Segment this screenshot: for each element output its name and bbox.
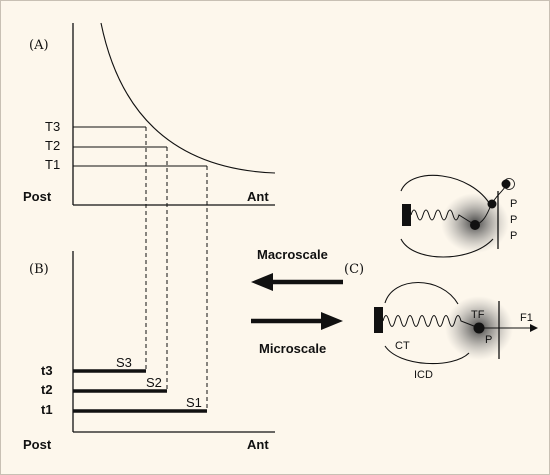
panel-c-label: (C) xyxy=(344,262,364,277)
icd-label: ICD xyxy=(414,369,433,381)
threshold-label-t3: T3 xyxy=(45,119,60,134)
graph-a-post-label: Post xyxy=(23,189,52,204)
panel-a-label: (A) xyxy=(29,38,49,53)
dna-block-top xyxy=(402,204,411,226)
graph-b-post-label: Post xyxy=(23,437,52,452)
receptor-node-top xyxy=(501,179,511,189)
microscale-arrow xyxy=(251,312,343,330)
p-label-2: P xyxy=(510,214,517,226)
graph-a-ant-label: Ant xyxy=(247,189,269,204)
dna-strand-bottom xyxy=(382,315,480,329)
dna-block-bottom xyxy=(374,307,383,333)
time-label-t2: t2 xyxy=(41,382,53,397)
bar-label-s2: S2 xyxy=(146,375,162,390)
bar-label-s3: S3 xyxy=(116,355,132,370)
threshold-label-t2: T2 xyxy=(45,138,60,153)
time-label-t1: t1 xyxy=(41,402,53,417)
tf-label: TF xyxy=(471,309,485,321)
f1-label: F1 xyxy=(520,312,533,324)
p-label-bottom: P xyxy=(485,334,492,346)
gradient-curve xyxy=(100,22,276,174)
bar-label-s1: S1 xyxy=(186,395,202,410)
cell-membrane-bottom xyxy=(384,282,459,305)
panel-b-label: (B) xyxy=(29,262,49,277)
macroscale-label: Macroscale xyxy=(257,247,328,262)
ct-label: CT xyxy=(395,340,410,352)
threshold-label-t1: T1 xyxy=(45,157,60,172)
time-label-t3: t3 xyxy=(41,363,53,378)
microscale-label: Microscale xyxy=(259,341,326,356)
macroscale-arrow xyxy=(251,273,343,291)
bottom-cell: TF F1 P CT ICD xyxy=(374,282,538,381)
dna-strand-top xyxy=(410,209,476,226)
graph-b-ant-label: Ant xyxy=(247,437,269,452)
p-label-3: P xyxy=(510,230,517,242)
cell-membrane-top xyxy=(400,174,492,207)
top-cell: P P P xyxy=(400,174,517,258)
p-label-1: P xyxy=(510,198,517,210)
